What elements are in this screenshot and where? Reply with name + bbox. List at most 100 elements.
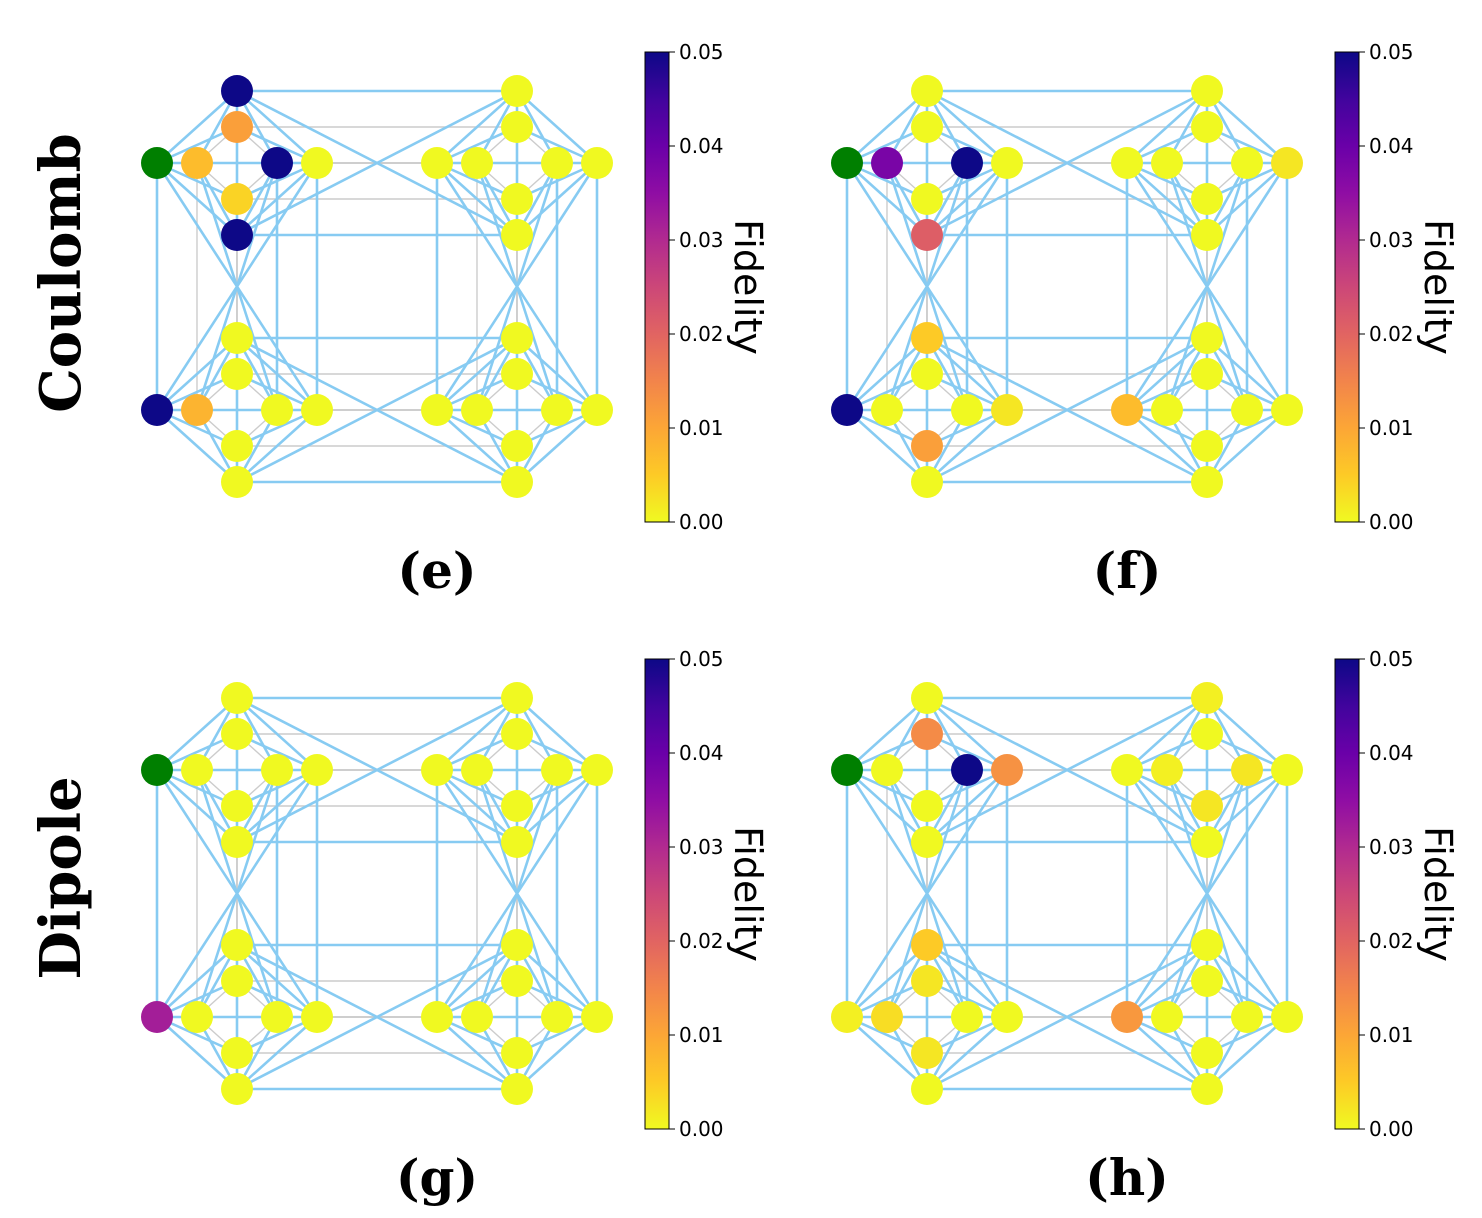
qubit-node bbox=[1271, 754, 1303, 786]
colorbar-tick-label: 0.00 bbox=[679, 1117, 724, 1141]
coupling-edge bbox=[885, 769, 969, 1018]
colorbar-gradient bbox=[1334, 658, 1360, 1130]
qubit-node bbox=[1231, 754, 1263, 786]
coupling-edge bbox=[156, 337, 238, 411]
qubit-node bbox=[1151, 1001, 1183, 1033]
colorbar-tick-label: 0.02 bbox=[1369, 929, 1414, 953]
qubit-node bbox=[501, 929, 533, 961]
qubit-node bbox=[991, 754, 1023, 786]
qubit-node bbox=[501, 183, 533, 215]
coupling-edge bbox=[236, 696, 518, 844]
coupling-edges bbox=[155, 696, 599, 1091]
coupling-edge bbox=[236, 90, 318, 164]
qubit-node bbox=[221, 826, 253, 858]
coupling-edge bbox=[926, 696, 1208, 844]
coupling-edge bbox=[156, 90, 238, 164]
coupling-edge bbox=[236, 336, 518, 484]
coupling-edge bbox=[846, 944, 928, 1018]
qubit-node bbox=[991, 394, 1023, 426]
colorbar-tick-label: 0.05 bbox=[1369, 40, 1414, 64]
colorbar-tick-label: 0.04 bbox=[679, 741, 724, 765]
coupling-edge bbox=[1126, 697, 1208, 771]
qubit-node bbox=[541, 1001, 573, 1033]
qubit-node bbox=[951, 147, 983, 179]
coupling-edge bbox=[926, 90, 1008, 164]
coupling-edge bbox=[236, 409, 318, 483]
qubit-node bbox=[1271, 394, 1303, 426]
coupling-edge bbox=[846, 409, 928, 483]
coupling-edge bbox=[846, 162, 928, 236]
qubit-nodes bbox=[831, 75, 1303, 498]
coupling-edge bbox=[846, 769, 928, 843]
qubit-node bbox=[141, 1001, 173, 1033]
colorbar-tick-label: 0.01 bbox=[679, 416, 724, 440]
qubit-node bbox=[1231, 1001, 1263, 1033]
colorbar-gradient bbox=[1334, 51, 1360, 523]
qubit-node bbox=[911, 682, 943, 714]
qubit-node bbox=[911, 826, 943, 858]
qubit-node bbox=[1191, 718, 1223, 750]
colorbar-tick-label: 0.00 bbox=[679, 510, 724, 534]
qubit-node bbox=[541, 394, 573, 426]
qubit-node bbox=[221, 718, 253, 750]
coupling-edge bbox=[516, 409, 598, 483]
qubit-node bbox=[501, 790, 533, 822]
qubit-node bbox=[301, 754, 333, 786]
qubit-node bbox=[1151, 394, 1183, 426]
colorbar-tick-label: 0.03 bbox=[679, 835, 724, 859]
qubit-nodes bbox=[141, 75, 613, 498]
qubit-node bbox=[221, 466, 253, 498]
qubit-node bbox=[141, 754, 173, 786]
qubit-node bbox=[1191, 1073, 1223, 1105]
qubit-node bbox=[1191, 790, 1223, 822]
qubit-node bbox=[1191, 1037, 1223, 1069]
qubit-node bbox=[421, 1001, 453, 1033]
qubit-node bbox=[911, 322, 943, 354]
qubit-node bbox=[501, 682, 533, 714]
qubit-node bbox=[541, 754, 573, 786]
colorbar-tick-label: 0.01 bbox=[1369, 1023, 1414, 1047]
colorbar-tick-label: 0.01 bbox=[1369, 416, 1414, 440]
background-lattice bbox=[846, 90, 1288, 483]
colorbar-tick-label: 0.04 bbox=[679, 134, 724, 158]
qubit-node bbox=[1111, 1001, 1143, 1033]
qubit-node bbox=[1191, 219, 1223, 251]
qubit-node bbox=[911, 1037, 943, 1069]
qubit-node bbox=[1111, 394, 1143, 426]
qubit-node bbox=[221, 1073, 253, 1105]
qubit-nodes bbox=[141, 682, 613, 1105]
qubit-node bbox=[831, 147, 863, 179]
coupling-edge bbox=[156, 769, 238, 843]
qubit-node bbox=[221, 219, 253, 251]
qubit-node bbox=[221, 965, 253, 997]
qubit-node bbox=[991, 1001, 1023, 1033]
coupling-edge bbox=[436, 90, 518, 164]
qubit-node bbox=[911, 219, 943, 251]
qubit-node bbox=[911, 430, 943, 462]
qubit-node bbox=[911, 929, 943, 961]
qubit-node bbox=[261, 394, 293, 426]
coupling-edge bbox=[156, 1016, 238, 1090]
qubit-node bbox=[301, 394, 333, 426]
qubit-node bbox=[581, 1001, 613, 1033]
colorbar-title: Fidelity bbox=[1416, 826, 1460, 962]
coupling-edge bbox=[195, 162, 279, 411]
qubit-node bbox=[871, 754, 903, 786]
background-lattice bbox=[156, 90, 598, 483]
qubit-node bbox=[991, 147, 1023, 179]
qubit-node bbox=[911, 965, 943, 997]
colorbar-tick-label: 0.05 bbox=[679, 40, 724, 64]
qubit-node bbox=[461, 394, 493, 426]
coupling-edge bbox=[846, 697, 928, 771]
coupling-edge bbox=[1206, 1016, 1288, 1090]
coupling-edge bbox=[236, 697, 318, 771]
colorbar-tick-label: 0.03 bbox=[1369, 835, 1414, 859]
qubit-node bbox=[581, 754, 613, 786]
qubit-node bbox=[301, 1001, 333, 1033]
qubit-node bbox=[951, 754, 983, 786]
coupling-edge bbox=[1126, 1016, 1208, 1090]
qubit-node bbox=[1191, 183, 1223, 215]
colorbar-tick-label: 0.00 bbox=[1369, 510, 1414, 534]
qubit-node bbox=[221, 358, 253, 390]
